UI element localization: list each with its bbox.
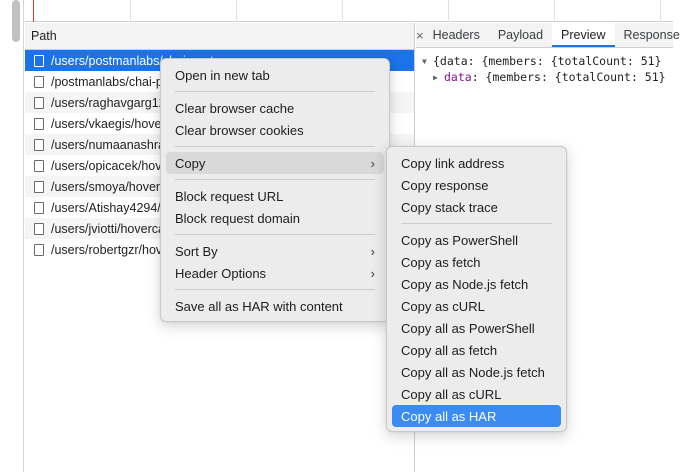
menu-separator: [175, 289, 375, 290]
menu-item-label: Copy as PowerShell: [401, 232, 519, 248]
json-root-text: {data: {members: {totalCount: 51}: [433, 54, 662, 68]
menu-item-label: Sort By: [175, 243, 218, 259]
timeline-gridline: [554, 0, 555, 22]
request-path: /users/smoya/hovercard: [51, 179, 185, 194]
file-icon: [34, 96, 44, 109]
menu-item-label: Copy all as PowerShell: [401, 320, 535, 336]
file-icon: [34, 222, 44, 235]
menu-item-label: Copy response: [401, 177, 489, 193]
menu-separator: [401, 223, 552, 224]
tab-payload[interactable]: Payload: [497, 28, 544, 42]
expand-down-icon[interactable]: ▼: [422, 56, 427, 66]
submenu-item-copy-as-fetch[interactable]: Copy as fetch: [392, 251, 561, 273]
expand-right-icon[interactable]: ▶: [433, 72, 438, 82]
timeline-marker: [33, 0, 34, 22]
file-icon: [34, 159, 44, 172]
request-path: /users/vkaegis/hovercard: [51, 116, 190, 131]
menu-item-label: Copy: [175, 155, 206, 171]
submenu-item-copy-as-powershell[interactable]: Copy as PowerShell: [392, 229, 561, 251]
menu-separator: [175, 179, 375, 180]
submenu-item-copy-all-as-har[interactable]: Copy all as HAR: [392, 405, 561, 427]
timeline-gridline: [342, 0, 343, 22]
chevron-right-icon: ›: [370, 265, 375, 281]
request-path: /users/jviotti/hovercard: [51, 221, 177, 236]
scrollbar-thumb[interactable]: [12, 0, 20, 42]
menu-separator: [175, 91, 375, 92]
left-gutter: [0, 0, 24, 472]
timeline-gridline: [448, 0, 449, 22]
submenu-item-copy-stack-trace[interactable]: Copy stack trace: [392, 196, 561, 218]
submenu-item-copy-all-as-node-js-fetch[interactable]: Copy all as Node.js fetch: [392, 361, 561, 383]
menu-item-header-options[interactable]: Header Options ›: [166, 262, 384, 284]
details-tabbar: × Headers Payload Preview Response: [416, 23, 680, 48]
json-root-line[interactable]: ▼ {data: {members: {totalCount: 51}: [422, 53, 673, 69]
chevron-right-icon: ›: [370, 155, 375, 171]
timeline-gridline: [660, 0, 661, 22]
timeline-overview[interactable]: [25, 0, 673, 22]
menu-item-label: Copy as fetch: [401, 254, 481, 270]
json-value-text: : {members: {totalCount: 51}: [471, 70, 666, 84]
request-row[interactable]: /users/vkaegis/hovercard: [25, 113, 414, 134]
file-icon: [34, 75, 44, 88]
submenu-item-copy-as-curl[interactable]: Copy as cURL: [392, 295, 561, 317]
menu-item-label: Copy all as cURL: [401, 386, 502, 402]
timeline-gridline: [236, 0, 237, 22]
menu-item-clear-browser-cookies[interactable]: Clear browser cookies: [166, 119, 384, 141]
file-icon: [34, 54, 44, 67]
menu-item-label: Clear browser cache: [175, 100, 295, 116]
menu-item-sort-by[interactable]: Sort By ›: [166, 240, 384, 262]
submenu-item-copy-response[interactable]: Copy response: [392, 174, 561, 196]
tab-headers[interactable]: Headers: [432, 28, 480, 42]
path-column-label: Path: [31, 29, 57, 43]
menu-item-label: Header Options: [175, 265, 267, 281]
menu-item-label: Block request URL: [175, 188, 284, 204]
file-icon: [34, 117, 44, 130]
menu-item-label: Open in new tab: [175, 67, 270, 83]
json-child-line[interactable]: ▶ data : {members: {totalCount: 51}: [422, 69, 673, 85]
chevron-right-icon: ›: [370, 243, 375, 259]
path-column-header[interactable]: Path: [25, 23, 414, 50]
menu-item-label: Copy all as fetch: [401, 342, 498, 358]
menu-item-label: Save all as HAR with content: [175, 298, 343, 314]
json-key: data: [444, 70, 472, 84]
file-icon: [34, 180, 44, 193]
menu-item-label: Copy link address: [401, 155, 505, 171]
menu-item-copy[interactable]: Copy ›: [166, 152, 384, 174]
menu-item-save-all-as-har-with-content[interactable]: Save all as HAR with content: [166, 295, 384, 317]
submenu-item-copy-as-node-js-fetch[interactable]: Copy as Node.js fetch: [392, 273, 561, 295]
json-preview: ▼ {data: {members: {totalCount: 51} ▶ da…: [416, 48, 673, 85]
menu-separator: [175, 146, 375, 147]
submenu-item-copy-link-address[interactable]: Copy link address: [392, 152, 561, 174]
tab-preview[interactable]: Preview: [552, 23, 615, 47]
menu-separator: [175, 234, 375, 235]
menu-item-label: Copy all as HAR: [401, 408, 497, 424]
menu-item-label: Block request domain: [175, 210, 301, 226]
timeline-gridline: [130, 0, 131, 22]
file-icon: [34, 243, 44, 256]
menu-item-block-request-url[interactable]: Block request URL: [166, 185, 384, 207]
menu-item-label: Copy all as Node.js fetch: [401, 364, 545, 380]
file-icon: [34, 138, 44, 151]
submenu-item-copy-all-as-curl[interactable]: Copy all as cURL: [392, 383, 561, 405]
file-icon: [34, 201, 44, 214]
submenu-item-copy-all-as-powershell[interactable]: Copy all as PowerShell: [392, 317, 561, 339]
menu-item-block-request-domain[interactable]: Block request domain: [166, 207, 384, 229]
submenu-item-copy-all-as-fetch[interactable]: Copy all as fetch: [392, 339, 561, 361]
tab-response[interactable]: Response: [623, 28, 680, 42]
menu-item-label: Copy as cURL: [401, 298, 485, 314]
menu-item-label: Copy as Node.js fetch: [401, 276, 529, 292]
menu-item-label: Copy stack trace: [401, 199, 498, 215]
menu-item-open-in-new-tab[interactable]: Open in new tab: [166, 64, 384, 86]
close-icon[interactable]: ×: [416, 27, 424, 43]
menu-item-clear-browser-cache[interactable]: Clear browser cache: [166, 97, 384, 119]
menu-item-label: Clear browser cookies: [175, 122, 304, 138]
